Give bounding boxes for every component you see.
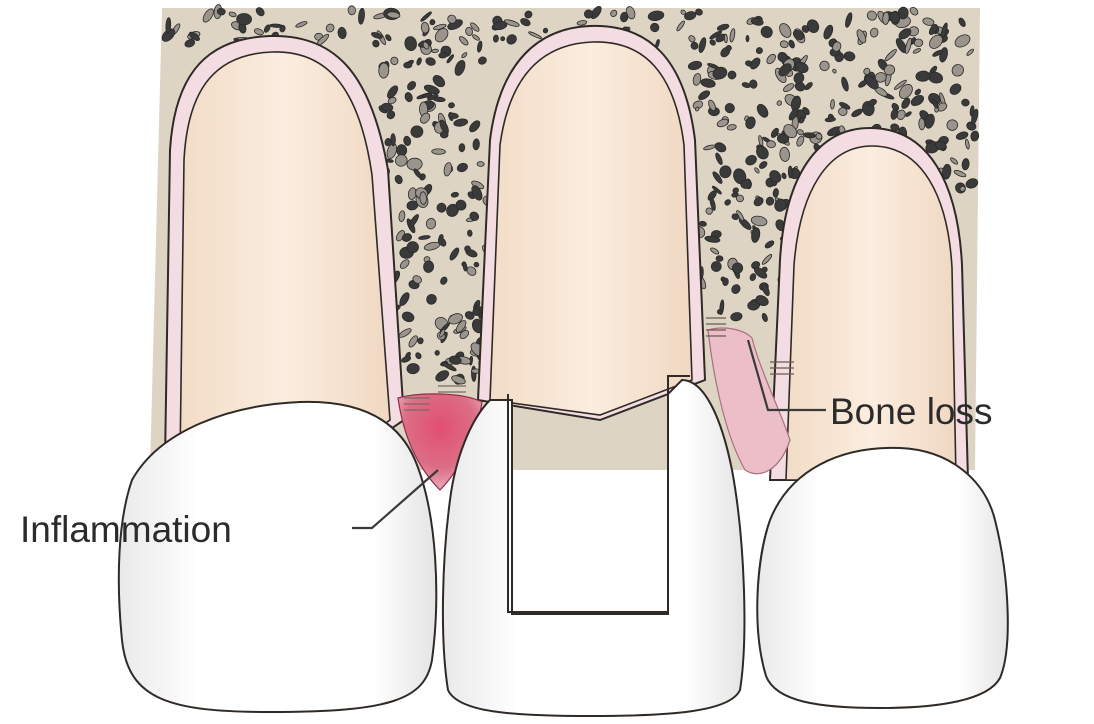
bone-particle [438, 52, 447, 58]
bone-particle [403, 62, 412, 68]
inflammation-label: Inflammation [20, 509, 232, 550]
bone-particle [217, 8, 226, 16]
bone-particle [819, 61, 829, 71]
bone-particle [430, 19, 435, 25]
bone-particle [830, 99, 834, 109]
bone-particle [716, 256, 723, 262]
bone-particle [440, 131, 448, 138]
left-tooth-crown [119, 402, 436, 712]
bone-particle [236, 13, 251, 25]
bone-particle [732, 213, 740, 220]
bone-particle [432, 149, 446, 155]
bone-particle [407, 242, 419, 253]
bone-particle [961, 99, 970, 107]
bone-particle [467, 230, 472, 237]
bone-particle [788, 166, 792, 178]
bone-particle [746, 35, 749, 41]
bone-particle [411, 126, 423, 138]
bone-particle [391, 134, 396, 146]
bone-particle [741, 180, 752, 189]
center-tooth-root [478, 26, 705, 420]
bone-particle [432, 49, 439, 53]
bone-particle [417, 337, 423, 344]
bone-particle [420, 192, 427, 205]
bone-loss-label: Bone loss [830, 391, 993, 432]
bone-particle [477, 161, 484, 166]
right-tooth-crown [757, 448, 1008, 708]
bone-particle [471, 366, 476, 381]
bone-particle [493, 35, 499, 43]
bone-particle [724, 34, 727, 43]
bone-particle [448, 102, 455, 108]
bone-particle [459, 143, 465, 152]
bone-particle [722, 278, 729, 286]
